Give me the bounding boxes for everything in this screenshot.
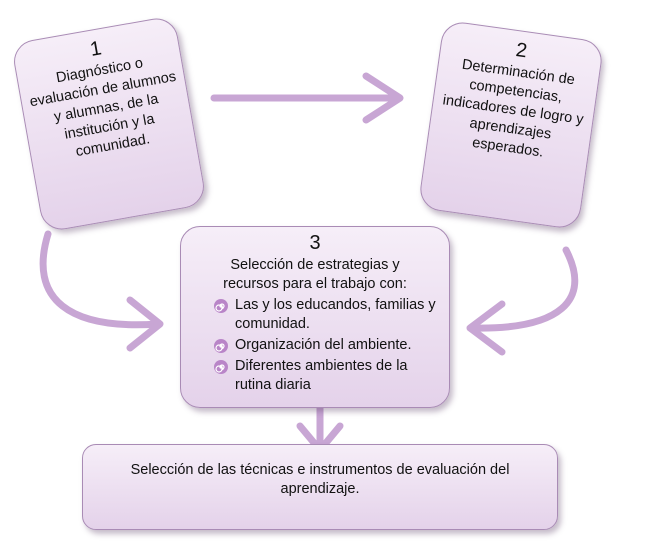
arrow-1-to-2 [210, 72, 404, 124]
step-4-text: Selección de las técnicas e instrumentos… [130, 462, 510, 497]
step-2-text: Determinación de competencias, indicador… [441, 56, 585, 161]
step-1-box: 1 Diagnóstico o evaluación de alumnos y … [10, 15, 208, 233]
list-item: Las y los educandos, familias y comunida… [213, 296, 439, 334]
arrow-2-to-3 [466, 246, 579, 356]
arrow-1-to-3 [39, 230, 164, 352]
step-2-box: 2 Determinación de competencias, indicad… [417, 19, 605, 231]
step-3-list: Las y los educandos, familias y comunida… [191, 296, 439, 395]
spiral-bullet-icon [214, 339, 228, 353]
list-item-text: Las y los educandos, familias y comunida… [235, 297, 436, 332]
list-item-text: Diferentes ambientes de la rutina diaria [235, 358, 408, 393]
step-3-text: Selección de estrategias y recursos para… [223, 257, 407, 292]
list-item: Organización del ambiente. [213, 336, 439, 355]
list-item-text: Organización del ambiente. [235, 337, 412, 353]
step-4-box: Selección de las técnicas e instrumentos… [82, 444, 558, 530]
step-3-number: 3 [309, 232, 321, 254]
spiral-bullet-icon [214, 299, 228, 313]
step-1-text: Diagnóstico o evaluación de alumnos y al… [28, 55, 178, 161]
list-item: Diferentes ambientes de la rutina diaria [213, 357, 439, 395]
step-3-box: 3 Selección de estrategias y recursos pa… [180, 226, 450, 408]
spiral-bullet-icon [214, 360, 228, 374]
